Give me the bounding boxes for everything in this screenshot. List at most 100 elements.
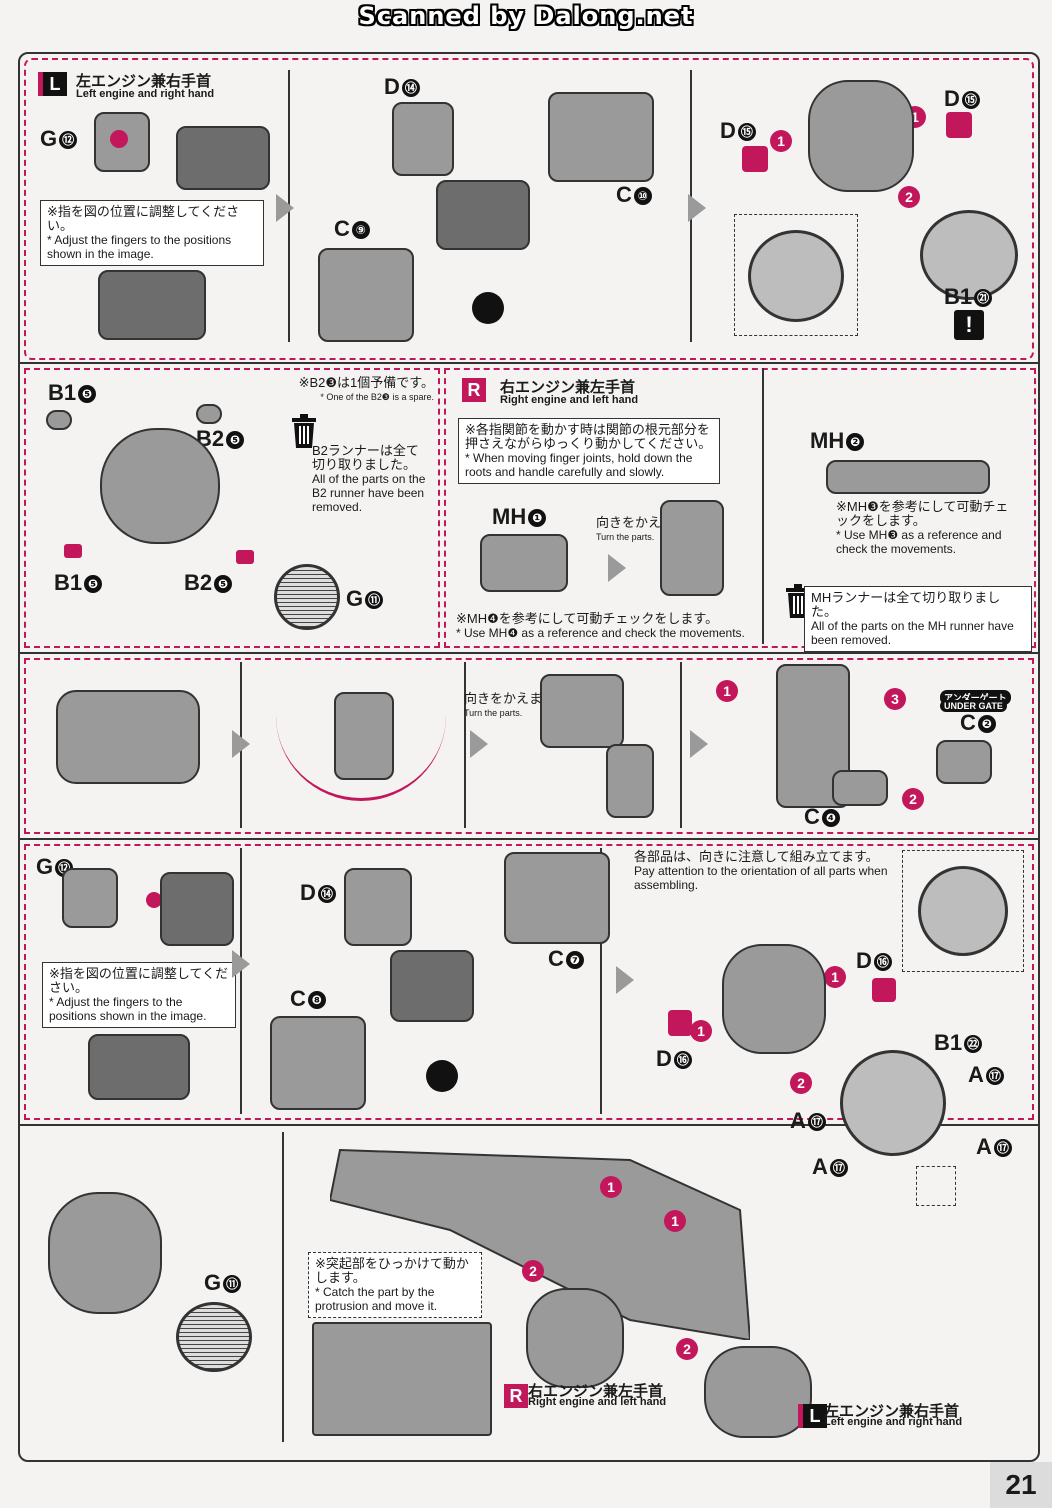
part-d16 — [872, 978, 896, 1002]
part-engine-cap — [62, 868, 118, 928]
part-socket — [146, 892, 162, 908]
detail-inset — [734, 214, 858, 336]
hole-icon — [426, 1060, 458, 1092]
page-number: 21 — [990, 1462, 1052, 1508]
step-1: 1 — [770, 130, 792, 152]
part-b25 — [196, 404, 222, 424]
right-engine-outline-3 — [24, 844, 1034, 1120]
part-c2 — [936, 740, 992, 784]
part-mh2-frame — [826, 460, 990, 494]
part-wing-detail — [312, 1322, 492, 1436]
part-arm-lower — [606, 744, 654, 818]
section-badge-l: L — [798, 1404, 827, 1428]
flow-arrow — [276, 194, 294, 222]
note-fingers: ※指を図の位置に調整してください。 * Adjust the fingers t… — [42, 962, 236, 1028]
part-hand-2 — [390, 950, 474, 1022]
divider-v8 — [282, 1132, 284, 1442]
part-engine-assembled — [808, 80, 914, 192]
part-engine-body — [548, 92, 654, 182]
part-ring-detail — [748, 230, 844, 322]
note-joints: ※各指関節を動かす時は関節の根元部分を押さえながらゆっくり動かしてください。 *… — [458, 418, 720, 484]
step-2: 2 — [522, 1260, 544, 1282]
page-frame — [18, 52, 1040, 1462]
hole-icon — [472, 292, 504, 324]
flow-arrow — [232, 730, 250, 758]
part-hand-2 — [436, 180, 530, 250]
section-badge-r: R — [504, 1384, 528, 1408]
flow-arrow — [688, 194, 706, 222]
part-engine-body — [504, 852, 610, 944]
step-1: 1 — [824, 966, 846, 988]
divider-v5 — [680, 662, 682, 828]
trash-icon — [292, 414, 316, 448]
under-gate-en: UNDER GATE — [940, 700, 1007, 712]
part-d16 — [668, 1010, 692, 1036]
step-1: 1 — [716, 680, 738, 702]
part-engine-body-3 — [48, 1192, 162, 1314]
right-engine-outline-2 — [24, 658, 1034, 834]
part-d15 — [742, 146, 768, 172]
divider-row2 — [18, 652, 1038, 654]
divider-v9 — [762, 368, 764, 644]
flow-arrow — [470, 730, 488, 758]
note-spare: ※B2❸は1個予備です。 * One of the B2❸ is a spare… — [298, 375, 434, 403]
section-title-en: Left engine and right hand — [824, 1416, 963, 1428]
part-hand — [160, 872, 234, 946]
step-2: 2 — [902, 788, 924, 810]
part-d14 — [344, 868, 412, 946]
section-title-jp: 右エンジン兼左手首 — [528, 1383, 664, 1400]
section-title-jp: 左エンジン兼右手首 — [76, 73, 212, 90]
note-mh-runner: MHランナーは全て切り取りました。 All of the parts on th… — [804, 586, 1032, 652]
flow-arrow — [616, 966, 634, 994]
warning-icon: ! — [954, 310, 984, 340]
part-socket — [110, 130, 128, 148]
part-b15 — [46, 410, 72, 430]
part-mh1-frame — [480, 534, 568, 592]
right-engine-outline — [444, 368, 1036, 648]
part-ring-detail — [918, 866, 1008, 956]
note-orientation: 各部品は、向きに注意して組み立てます。 Pay attention to the… — [634, 849, 888, 893]
detail-inset-small — [916, 1166, 956, 1206]
note-b2-runner: B2ランナーは全て切り取りました。 All of the parts on th… — [312, 443, 426, 515]
part-d14 — [392, 102, 454, 176]
divider-v7 — [600, 848, 602, 1114]
section-title-jp: 左エンジン兼右手首 — [824, 1403, 960, 1420]
part-c8 — [270, 1016, 366, 1110]
section-title-en: Right engine and left hand — [500, 394, 639, 406]
note-mh4: ※MH❹を参考にして可動チェックをします。 * Use MH❹ as a ref… — [456, 611, 745, 641]
note-fingers: ※指を図の位置に調整してください。 * Adjust the fingers t… — [40, 200, 264, 266]
left-engine-outline — [24, 58, 1034, 360]
part-engine-assembled — [722, 944, 826, 1054]
note-catch: ※突起部をひっかけて動かします。 * Catch the part by the… — [308, 1252, 482, 1318]
part-arm-turned — [540, 674, 624, 748]
part-hand-detail — [98, 270, 206, 340]
part-ring-b122 — [840, 1050, 946, 1156]
part-c4 — [832, 770, 888, 806]
detail-inset — [902, 850, 1024, 972]
wing-body — [330, 1148, 750, 1340]
watermark: Scanned by Dalong.net — [358, 2, 694, 30]
section-title-en: Right engine and left hand — [528, 1396, 667, 1408]
